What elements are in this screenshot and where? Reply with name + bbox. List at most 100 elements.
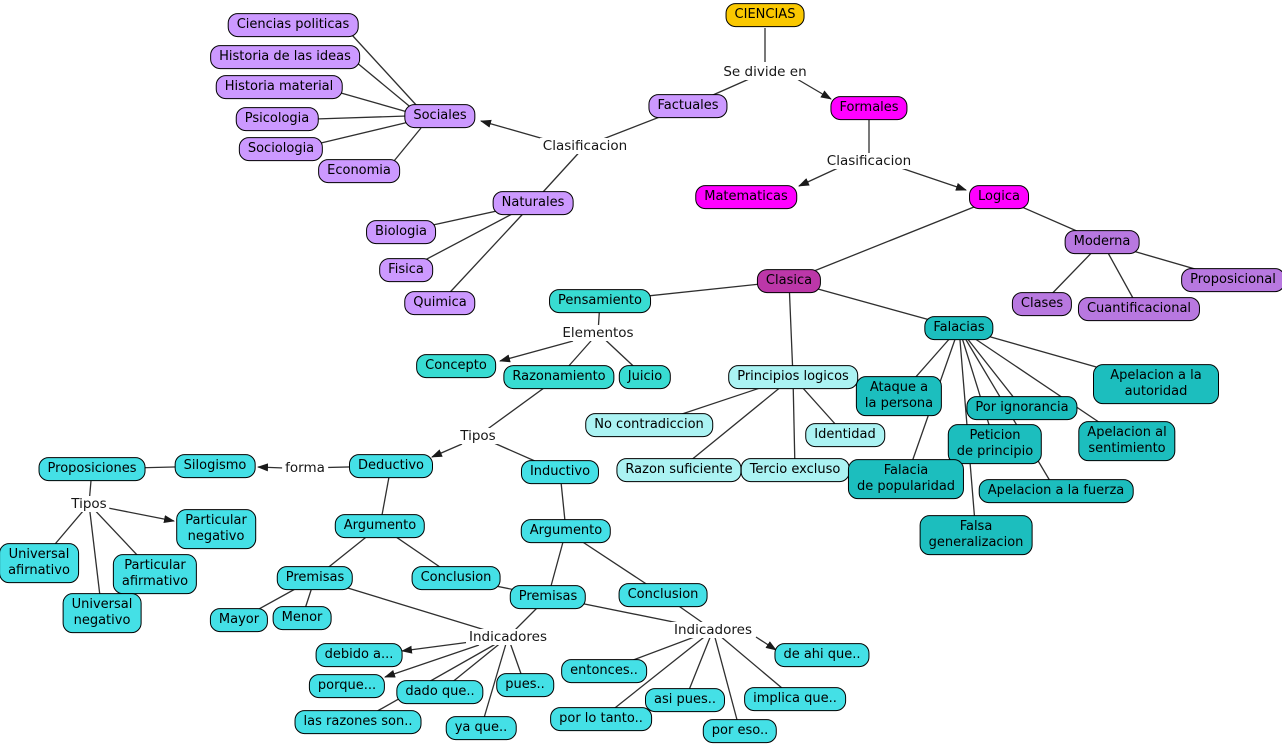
node-logica[interactable]: Logica <box>969 185 1029 209</box>
edge-arrow <box>401 640 479 654</box>
edge-arrow <box>499 340 574 363</box>
node-factuales[interactable]: Factuales <box>648 94 728 118</box>
node-pensamiento[interactable]: Pensamiento <box>549 289 651 313</box>
node-conclusion-inductivo[interactable]: Conclusion <box>618 583 708 607</box>
node-dado-que[interactable]: dado que.. <box>396 680 484 704</box>
link-label-clasificacion-formales[interactable]: Clasificacion <box>823 153 915 169</box>
edge-line <box>357 636 509 723</box>
node-principios-logicos[interactable]: Principios logicos <box>728 365 858 389</box>
node-inductivo[interactable]: Inductivo <box>520 460 600 484</box>
edge-line <box>320 121 410 144</box>
link-label-tipos-proposiciones[interactable]: Tipos <box>68 496 110 512</box>
node-moderna[interactable]: Moderna <box>1064 230 1140 254</box>
node-de-ahi-que[interactable]: de ahi que.. <box>774 643 870 667</box>
node-por-eso[interactable]: por eso.. <box>702 719 778 743</box>
node-juicio[interactable]: Juicio <box>618 365 672 389</box>
edge-line <box>788 196 1000 282</box>
node-naturales[interactable]: Naturales <box>492 191 574 215</box>
node-no-contradiccion[interactable]: No contradiccion <box>585 413 713 437</box>
node-tercio-excluso[interactable]: Tercio excluso <box>740 458 850 482</box>
node-economia[interactable]: Economia <box>318 159 400 183</box>
link-label-forma[interactable]: forma <box>282 460 328 476</box>
node-razon-suficiente[interactable]: Razon suficiente <box>616 458 742 482</box>
node-porque[interactable]: porque... <box>308 674 386 698</box>
node-mayor[interactable]: Mayor <box>209 608 269 632</box>
edge-line <box>792 376 796 471</box>
node-argumento-deductivo[interactable]: Argumento <box>334 514 426 538</box>
node-silogismo[interactable]: Silogismo <box>174 454 256 478</box>
node-proposiciones[interactable]: Proposiciones <box>38 457 146 481</box>
node-clasica[interactable]: Clasica <box>756 269 822 293</box>
node-premisas-inductivo[interactable]: Premisas <box>509 585 587 609</box>
link-label-clasificacion-factuales[interactable]: Clasificacion <box>539 138 631 154</box>
edge-line <box>712 629 741 732</box>
edge-line <box>340 92 412 114</box>
node-por-ignorancia[interactable]: Por ignorancia <box>966 396 1078 420</box>
node-fisica[interactable]: Fisica <box>379 258 433 282</box>
node-identidad[interactable]: Identidad <box>805 423 885 447</box>
node-razonamiento[interactable]: Razonamiento <box>503 365 615 389</box>
node-peticion-de-principio[interactable]: Peticion de principio <box>947 424 1043 464</box>
link-label-se-divide-en[interactable]: Se divide en <box>720 64 810 80</box>
node-matematicas[interactable]: Matematicas <box>695 185 797 209</box>
node-concepto[interactable]: Concepto <box>416 354 496 378</box>
edge-line <box>351 34 419 108</box>
link-label-indicadores-conclusion[interactable]: Indicadores <box>671 622 755 638</box>
edge-arrow <box>257 463 285 472</box>
node-debido-a[interactable]: debido a... <box>315 643 403 667</box>
edge-arrow <box>107 507 175 523</box>
node-ciencias-politicas[interactable]: Ciencias politicas <box>227 13 359 37</box>
node-historia-material[interactable]: Historia material <box>215 75 343 99</box>
node-argumento-inductivo[interactable]: Argumento <box>520 519 612 543</box>
node-por-lo-tanto[interactable]: por lo tanto.. <box>550 707 652 731</box>
node-sociales[interactable]: Sociales <box>404 104 476 128</box>
node-particular-negativo[interactable]: Particular negativo <box>176 509 256 549</box>
node-biologia[interactable]: Biologia <box>366 220 436 244</box>
edge-arrow <box>798 167 839 187</box>
edge-arrow <box>900 167 967 191</box>
node-formales[interactable]: Formales <box>830 96 908 120</box>
node-falsa-generalizacion[interactable]: Falsa generalizacion <box>919 515 1033 555</box>
node-proposicional[interactable]: Proposicional <box>1181 268 1282 292</box>
edge-arrow <box>796 78 832 100</box>
edge-line <box>958 327 1023 409</box>
node-deductivo[interactable]: Deductivo <box>348 454 434 478</box>
node-falacias[interactable]: Falacias <box>924 316 994 340</box>
edge-line <box>455 577 714 631</box>
node-apelacion-a-la-fuerza[interactable]: Apelacion a la fuerza <box>978 479 1134 503</box>
node-las-razones-son[interactable]: las razones son.. <box>294 710 422 734</box>
node-universal-negativo[interactable]: Universal negativo <box>62 593 142 633</box>
node-cuantificacional[interactable]: Cuantificacional <box>1077 297 1201 321</box>
node-entonces[interactable]: entonces.. <box>561 659 647 683</box>
edge-line <box>355 61 415 111</box>
node-implica-que[interactable]: implica que.. <box>744 687 846 711</box>
edge-line <box>600 629 714 720</box>
edge-line <box>678 376 794 471</box>
node-pues[interactable]: pues.. <box>496 673 554 697</box>
node-apelacion-a-la-autoridad[interactable]: Apelacion a la autoridad <box>1093 364 1219 404</box>
node-sociologia[interactable]: Sociologia <box>238 137 324 161</box>
link-label-indicadores-premisas[interactable]: Indicadores <box>466 629 550 645</box>
node-asi-pues[interactable]: asi pues.. <box>644 688 726 712</box>
edge-line <box>439 202 534 304</box>
link-label-elementos[interactable]: Elementos <box>559 325 637 341</box>
edge-line <box>480 636 509 729</box>
node-menor[interactable]: Menor <box>272 606 332 630</box>
node-historia-de-las-ideas[interactable]: Historia de las ideas <box>210 45 360 69</box>
edge-arrow <box>755 636 777 651</box>
node-ya-que[interactable]: ya que.. <box>445 716 517 740</box>
edge-arrow <box>384 644 480 678</box>
node-psicologia[interactable]: Psicologia <box>235 107 319 131</box>
link-label-tipos-razonamiento[interactable]: Tipos <box>457 428 499 444</box>
node-falacia-de-popularidad[interactable]: Falacia de popularidad <box>847 459 965 499</box>
node-ataque-a-la-persona[interactable]: Ataque a la persona <box>855 376 943 416</box>
node-clases[interactable]: Clases <box>1011 292 1073 316</box>
node-apelacion-al-sentimiento[interactable]: Apelacion al sentimiento <box>1078 421 1176 461</box>
node-conclusion-deductivo[interactable]: Conclusion <box>411 566 501 590</box>
node-ciencias[interactable]: CIENCIAS <box>725 3 805 27</box>
node-universal-afirnativo[interactable]: Universal afirnativo <box>0 543 79 583</box>
node-quimica[interactable]: Quimica <box>404 291 476 315</box>
node-particular-afirmativo[interactable]: Particular afirmativo <box>112 554 198 594</box>
node-premisas-deductivo[interactable]: Premisas <box>276 566 354 590</box>
